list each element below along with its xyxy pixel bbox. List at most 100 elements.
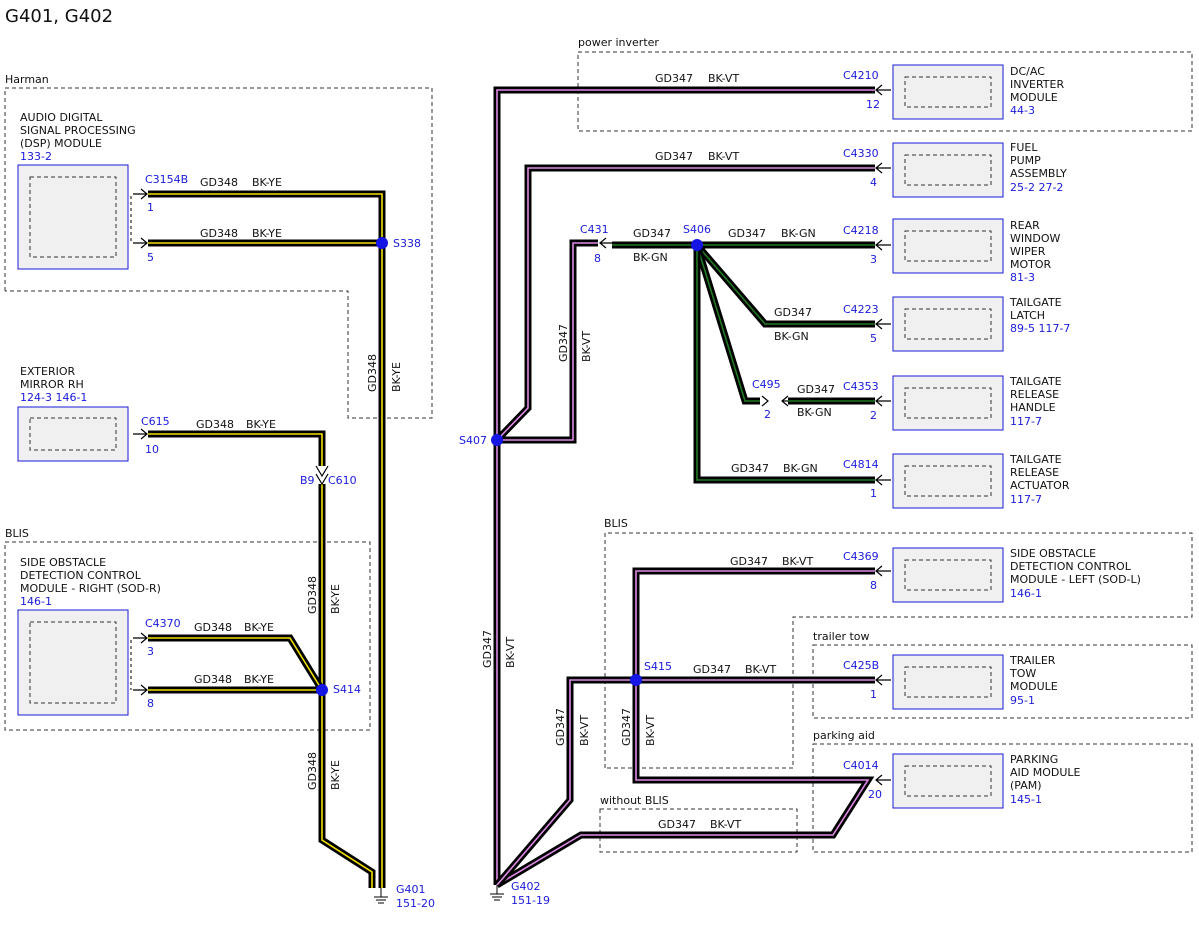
label-c4370[interactable]: C4370	[145, 617, 181, 630]
wire-circuit: GD347	[655, 150, 693, 163]
wire-labels: GD348 BK-YE GD348 BK-YE GD348 BK-YE GD34…	[194, 72, 835, 831]
splice-s414[interactable]	[316, 684, 328, 696]
arrow-c610	[315, 465, 329, 486]
label-c431-pin: 8	[594, 252, 601, 265]
module-rear-wiper-ref[interactable]: 81-3	[1010, 271, 1035, 284]
splice-s407[interactable]	[491, 434, 503, 446]
module-tailgate-actuator-line-3: ACTUATOR	[1010, 479, 1070, 492]
label-c610[interactable]: C610	[328, 474, 357, 487]
module-sod-r[interactable]: SIDE OBSTACLE DETECTION CONTROL MODULE -…	[17, 556, 161, 716]
module-sod-l-ref[interactable]: 146-1	[1010, 587, 1042, 600]
module-inverter-line-2: INVERTER	[1010, 78, 1064, 91]
group-parking-aid-label: parking aid	[813, 729, 875, 742]
module-fuel-pump[interactable]: FUEL PUMP ASSEMBLY 25-2 27-2	[892, 141, 1067, 198]
wire-color: BK-YE	[246, 418, 276, 431]
label-g401[interactable]: G401	[396, 883, 426, 896]
group-without-blis-label: without BLIS	[600, 794, 669, 807]
module-mirror-rh[interactable]: EXTERIOR MIRROR RH 124-3 146-1	[17, 365, 129, 462]
module-dsp[interactable]: AUDIO DIGITAL SIGNAL PROCESSING (DSP) MO…	[17, 111, 136, 270]
ground-g402[interactable]	[490, 885, 504, 901]
module-tailgate-actuator[interactable]: TAILGATE RELEASE ACTUATOR 117-7	[892, 453, 1070, 509]
label-c4369[interactable]: C4369	[843, 550, 879, 563]
module-trailer-ref[interactable]: 95-1	[1010, 694, 1035, 707]
group-without-blis: without BLIS	[599, 794, 798, 853]
label-c4330-pin: 4	[870, 176, 877, 189]
module-pam-line-3: (PAM)	[1010, 779, 1042, 792]
wire-circuit: GD347	[693, 663, 731, 676]
wire-color: BK-VT	[745, 663, 776, 676]
module-tailgate-latch-ref[interactable]: 89-5 117-7	[1010, 322, 1070, 335]
label-s415[interactable]: S415	[644, 660, 672, 673]
wire-color: BK-GN	[633, 251, 668, 264]
module-sod-l-line-2: DETECTION CONTROL	[1010, 560, 1132, 573]
group-harman-label: Harman	[5, 73, 49, 86]
module-dsp-ref[interactable]: 133-2	[20, 150, 52, 163]
module-pam-line-2: AID MODULE	[1010, 766, 1081, 779]
module-pam[interactable]: PARKING AID MODULE (PAM) 145-1	[892, 753, 1081, 809]
wire-color: BK-YE	[329, 584, 342, 614]
module-rear-wiper-line-3: WIPER	[1010, 245, 1046, 258]
module-sod-r-line-2: DETECTION CONTROL	[20, 569, 142, 582]
label-g402[interactable]: G402	[511, 880, 541, 893]
label-c4814-pin: 1	[870, 487, 877, 500]
label-c4814[interactable]: C4814	[843, 458, 879, 471]
wire-color: BK-YE	[329, 760, 342, 790]
label-s414[interactable]: S414	[333, 683, 361, 696]
label-c431[interactable]: C431	[580, 223, 609, 236]
splice-s415[interactable]	[630, 674, 642, 686]
module-tailgate-actuator-ref[interactable]: 117-7	[1010, 493, 1042, 506]
module-inverter-ref[interactable]: 44-3	[1010, 104, 1035, 117]
label-c495-pin: 2	[764, 408, 771, 421]
module-tailgate-latch[interactable]: TAILGATE LATCH 89-5 117-7	[892, 296, 1070, 352]
label-s407[interactable]: S407	[459, 434, 487, 447]
wire-circuit: GD348	[306, 576, 319, 614]
arrow-c4210	[875, 84, 891, 96]
label-c4223[interactable]: C4223	[843, 303, 879, 316]
wire-color: BK-YE	[390, 362, 403, 392]
splice-s406[interactable]	[691, 239, 703, 251]
module-tailgate-handle-ref[interactable]: 117-7	[1010, 415, 1042, 428]
label-s406[interactable]: S406	[683, 223, 711, 236]
ground-g401[interactable]	[374, 888, 388, 904]
splice-s338[interactable]	[376, 237, 388, 249]
wire-color: BK-VT	[708, 72, 739, 85]
module-tailgate-latch-line-1: TAILGATE	[1009, 296, 1062, 309]
module-sod-l-line-1: SIDE OBSTACLE	[1010, 547, 1096, 560]
label-s338[interactable]: S338	[393, 237, 421, 250]
wire-circuit: GD347	[730, 555, 768, 568]
module-fuel-pump-line-3: ASSEMBLY	[1010, 167, 1067, 180]
module-fuel-pump-ref[interactable]: 25-2 27-2	[1010, 181, 1063, 194]
module-mirror-line-2: MIRROR RH	[20, 378, 84, 391]
label-c615-pin: 10	[145, 443, 159, 456]
label-c4210[interactable]: C4210	[843, 69, 879, 82]
module-trailer-tow[interactable]: TRAILER TOW MODULE 95-1	[892, 654, 1058, 710]
module-inverter[interactable]: DC/AC INVERTER MODULE 44-3	[892, 64, 1064, 120]
module-sod-l[interactable]: SIDE OBSTACLE DETECTION CONTROL MODULE -…	[892, 547, 1141, 603]
label-g402-ref[interactable]: 151-19	[511, 894, 550, 907]
module-mirror-ref[interactable]: 124-3 146-1	[20, 391, 87, 404]
module-fuel-pump-line-2: PUMP	[1010, 154, 1041, 167]
module-mirror-line-1: EXTERIOR	[20, 365, 76, 378]
label-c4014[interactable]: C4014	[843, 759, 879, 772]
label-c4210-pin: 12	[866, 98, 880, 111]
label-g401-ref[interactable]: 151-20	[396, 897, 435, 910]
group-harman: Harman	[4, 73, 433, 419]
module-rear-wiper-line-1: REAR	[1010, 219, 1040, 232]
module-sod-r-ref[interactable]: 146-1	[20, 595, 52, 608]
label-c4353[interactable]: C4353	[843, 380, 879, 393]
label-c4218[interactable]: C4218	[843, 224, 879, 237]
label-c4330[interactable]: C4330	[843, 147, 879, 160]
module-pam-ref[interactable]: 145-1	[1010, 793, 1042, 806]
label-c3154b[interactable]: C3154B	[145, 173, 188, 186]
wire-circuit: GD347	[655, 72, 693, 85]
label-c3154b-pin1: 1	[147, 201, 154, 214]
label-c610-pin: B9	[300, 474, 315, 487]
label-c425b[interactable]: C425B	[843, 659, 879, 672]
label-c495[interactable]: C495	[752, 378, 781, 391]
module-tailgate-handle[interactable]: TAILGATE RELEASE HANDLE 117-7	[892, 375, 1062, 431]
module-tailgate-actuator-line-1: TAILGATE	[1009, 453, 1062, 466]
wire-circuit: GD347	[797, 383, 835, 396]
label-c615[interactable]: C615	[141, 415, 170, 428]
module-rear-wiper[interactable]: REAR WINDOW WIPER MOTOR 81-3	[892, 218, 1060, 284]
